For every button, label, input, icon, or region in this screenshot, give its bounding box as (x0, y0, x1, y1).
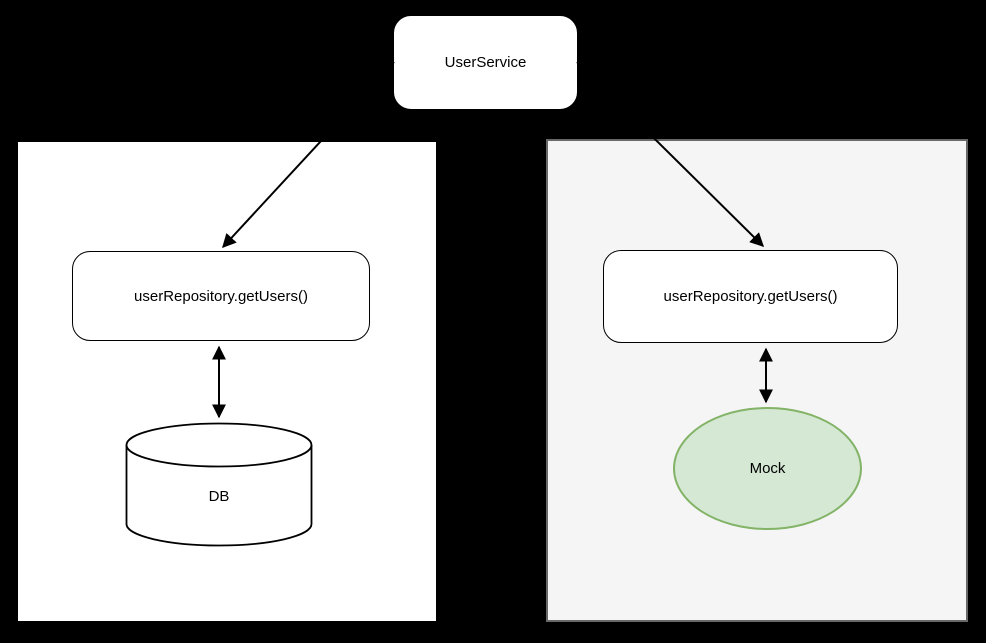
mock-test-panel (546, 139, 968, 622)
db-cylinder-shape (125, 422, 313, 547)
real-db-panel (17, 141, 437, 622)
right-repo-call-label: userRepository.getUsers() (663, 288, 838, 305)
right-repo-call-node: userRepository.getUsers() (603, 250, 898, 343)
user-service-node: UserService (393, 15, 578, 110)
db-cylinder: DB (125, 422, 313, 547)
mock-ellipse: Mock (673, 407, 862, 530)
mock-label: Mock (749, 460, 786, 477)
user-service-label: UserService (444, 54, 527, 71)
left-repo-call-node: userRepository.getUsers() (72, 251, 370, 341)
db-label: DB (208, 488, 230, 505)
left-repo-call-label: userRepository.getUsers() (134, 287, 308, 305)
